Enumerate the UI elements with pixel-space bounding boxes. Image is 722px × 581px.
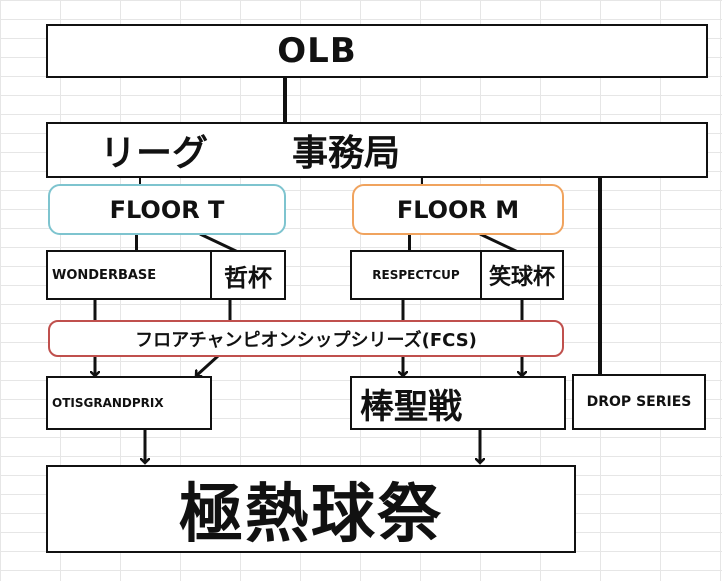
league-label: リーグ — [100, 133, 209, 174]
connector-drop-series — [598, 176, 602, 374]
connector-floor-m-respectcup — [408, 234, 411, 250]
drop-series-label: DROP SERIES — [586, 394, 692, 410]
shokyuhai-box: 笑球杯 — [480, 250, 564, 300]
fcs-box: フロアチャンピオンシップシリーズ(FCS) — [48, 320, 564, 357]
respectcup-label: RESPECTCUP — [372, 268, 460, 282]
fcs-label: フロアチャンピオンシップシリーズ(FCS) — [135, 329, 477, 351]
bouseisen-box: 棒聖戦 — [350, 376, 566, 430]
tetsuhai-label: 哲杯 — [224, 263, 272, 292]
floor-t-label: FLOOR T — [109, 195, 225, 224]
arrow-fcs-otis-right — [196, 354, 220, 376]
olb-label: OLB — [277, 31, 357, 71]
floor-m-label: FLOOR M — [396, 195, 520, 224]
wonderbase-label: WONDERBASE — [52, 267, 157, 283]
bouseisen-label: 棒聖戦 — [360, 386, 462, 427]
respectcup-box: RESPECTCUP — [350, 250, 482, 300]
league-office-box: リーグ 事務局 — [46, 122, 708, 178]
gokunetsu-label: 極熱球祭 — [179, 478, 443, 552]
drop-series-box: DROP SERIES — [572, 374, 706, 430]
tetsuhai-box: 哲杯 — [210, 250, 286, 300]
floor-t-box: FLOOR T — [48, 184, 286, 235]
floor-m-box: FLOOR M — [352, 184, 564, 235]
office-label: 事務局 — [292, 133, 401, 174]
otisgrandprix-label: OTISGRANDPRIX — [52, 396, 164, 410]
wonderbase-box: WONDERBASE — [46, 250, 212, 300]
gokunetsu-box: 極熱球祭 — [46, 465, 576, 553]
shokyuhai-label: 笑球杯 — [488, 265, 555, 290]
otisgrandprix-box: OTISGRANDPRIX — [46, 376, 212, 430]
connector-olb-league — [283, 76, 287, 122]
olb-box: OLB — [46, 24, 708, 78]
connector-floor-t-wonderbase — [135, 234, 138, 250]
